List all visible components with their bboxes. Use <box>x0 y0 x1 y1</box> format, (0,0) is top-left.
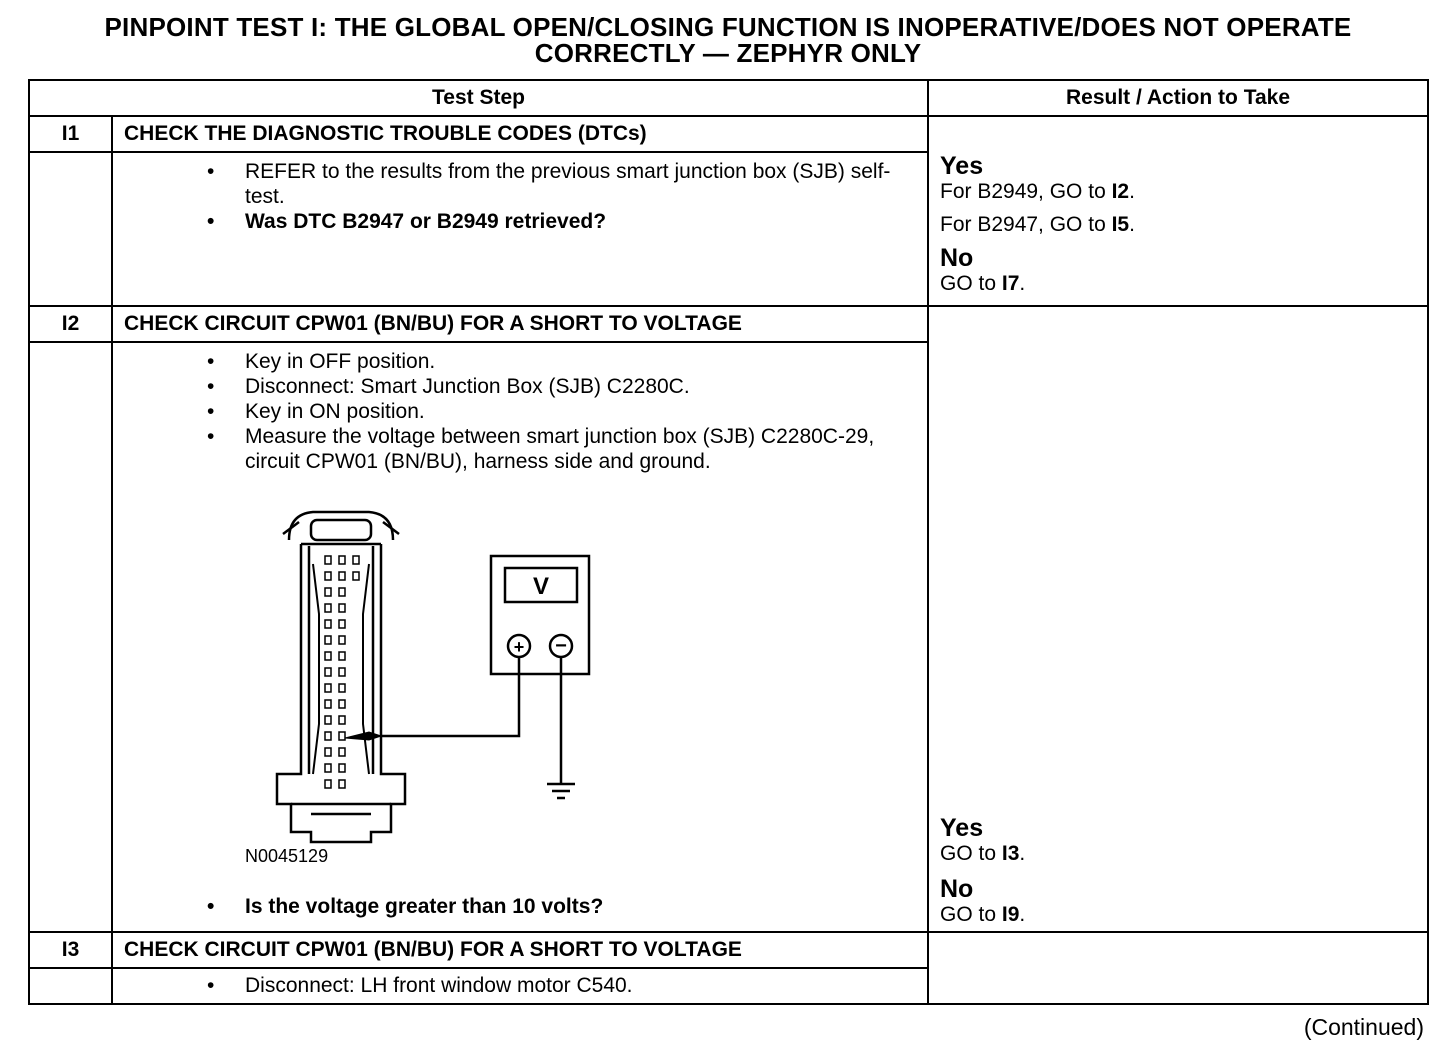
goto-link: I7 <box>1001 272 1020 295</box>
connector-voltage-diagram: V + − N0045129 <box>113 474 917 894</box>
result-action: GO to I3. <box>940 842 1026 865</box>
step-id-spacer <box>28 341 113 933</box>
step-id-i1: I1 <box>28 115 113 153</box>
pinpoint-test-table: Test Step Result / Action to Take I1 CHE… <box>28 79 1429 1005</box>
step-id-spacer <box>28 967 113 1005</box>
result-i1: Yes For B2949, GO to I2. For B2947, GO t… <box>927 115 1429 307</box>
goto-link: I9 <box>1001 903 1020 926</box>
step-item: Key in ON position. <box>207 399 917 424</box>
title-line-1: PINPOINT TEST I: THE GLOBAL OPEN/CLOSING… <box>104 12 1352 42</box>
connector-meter-illustration: V + − <box>275 510 591 844</box>
header-result-action: Result / Action to Take <box>927 79 1429 117</box>
pinpoint-test-title: PINPOINT TEST I: THE GLOBAL OPEN/CLOSING… <box>0 14 1456 66</box>
step-heading-i3: CHECK CIRCUIT CPW01 (BN/BU) FOR A SHORT … <box>111 931 929 969</box>
goto-link: I2 <box>1111 180 1130 203</box>
header-test-step: Test Step <box>28 79 929 117</box>
step-question: Was DTC B2947 or B2949 retrieved? <box>207 209 917 234</box>
step-body-i1: REFER to the results from the previous s… <box>111 151 929 307</box>
yes-label: Yes <box>940 152 984 180</box>
positive-lead <box>381 657 521 738</box>
step-item: REFER to the results from the previous s… <box>207 159 917 209</box>
step-id-spacer <box>28 152 113 307</box>
step-body-i3: Disconnect: LH front window motor C540. <box>111 967 929 1005</box>
step-heading-i2: CHECK CIRCUIT CPW01 (BN/BU) FOR A SHORT … <box>111 305 929 343</box>
step-item: Disconnect: LH front window motor C540. <box>207 973 917 998</box>
step-item: Measure the voltage between smart juncti… <box>207 424 917 474</box>
step-heading-i1: CHECK THE DIAGNOSTIC TROUBLE CODES (DTCs… <box>111 115 929 153</box>
step-body-i2: Key in OFF position. Disconnect: Smart J… <box>111 341 929 933</box>
svg-text:+: + <box>514 637 525 657</box>
step-item: Disconnect: Smart Junction Box (SJB) C22… <box>207 374 917 399</box>
probe-tip <box>344 731 383 741</box>
connector-pins <box>324 555 360 789</box>
figure-id: N0045129 <box>245 846 329 866</box>
step-item: Key in OFF position. <box>207 349 917 374</box>
yes-label: Yes <box>940 814 984 842</box>
ground-icon <box>547 782 575 800</box>
step-id-i2: I2 <box>28 305 113 343</box>
goto-link: I3 <box>1001 842 1020 865</box>
result-action: For B2949, GO to I2. <box>940 180 1135 203</box>
result-action: GO to I7. <box>940 272 1026 295</box>
svg-text:−: − <box>555 635 567 657</box>
result-i3 <box>927 931 1429 1005</box>
result-action: For B2947, GO to I5. <box>940 213 1135 236</box>
result-i2: Yes GO to I3. No GO to I9. <box>927 305 1429 933</box>
step-id-i3: I3 <box>28 931 113 969</box>
no-label: No <box>940 875 974 903</box>
step-question: Is the voltage greater than 10 volts? <box>207 894 917 919</box>
title-line-2: CORRECTLY — ZEPHYR ONLY <box>534 38 922 68</box>
result-action: GO to I9. <box>940 903 1026 926</box>
continued-note: (Continued) <box>1303 1014 1424 1040</box>
meter-symbol: V <box>533 573 549 600</box>
no-label: No <box>940 244 974 272</box>
goto-link: I5 <box>1111 213 1130 236</box>
